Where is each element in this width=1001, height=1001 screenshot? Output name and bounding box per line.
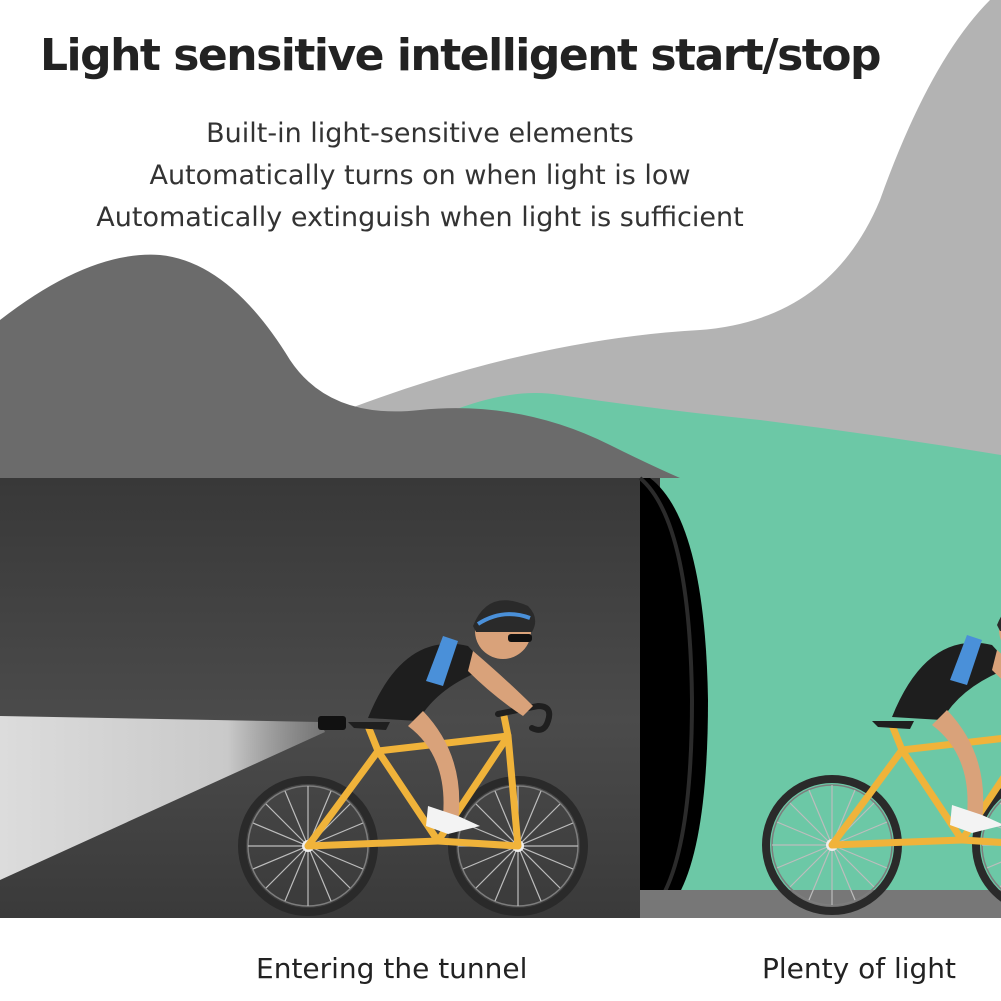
caption-tunnel: Entering the tunnel	[256, 952, 528, 985]
caption-daylight: Plenty of light	[762, 952, 957, 985]
feature-line-1: Built-in light-sensitive elements	[206, 118, 634, 149]
tunnel-opening	[640, 478, 708, 918]
headlight	[318, 716, 346, 730]
feature-line-3: Automatically extinguish when light is s…	[96, 202, 744, 233]
headlight-beam-icon	[0, 716, 325, 880]
page-title: Light sensitive intelligent start/stop	[39, 30, 882, 81]
dark-hill	[0, 254, 680, 478]
tunnel-icon	[0, 478, 660, 918]
feature-line-2: Automatically turns on when light is low	[149, 160, 691, 191]
tunnel-rim	[638, 476, 695, 920]
